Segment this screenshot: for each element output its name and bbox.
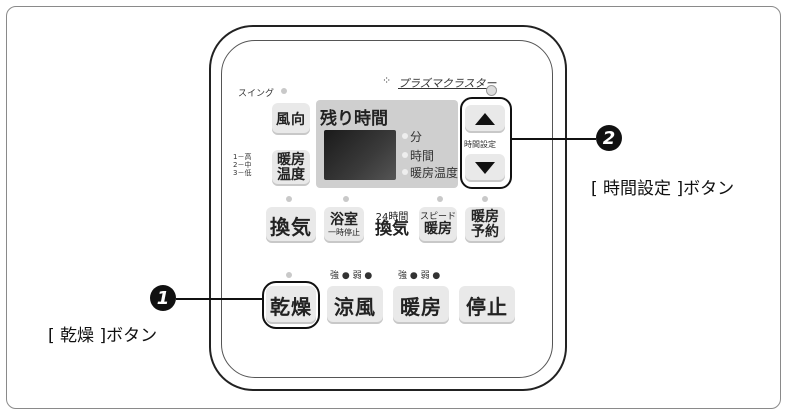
heat-strength-indicator: 強 ● 弱 ● xyxy=(398,271,441,281)
callout-two-badge: 2 xyxy=(596,125,622,151)
heating-button[interactable]: 暖房 xyxy=(393,286,449,324)
indicator-dot xyxy=(482,196,488,202)
outer-frame xyxy=(6,6,781,409)
triangle-up-icon xyxy=(475,113,495,125)
temp-label: 暖房温度 xyxy=(410,166,459,180)
triangle-down-icon xyxy=(475,162,495,174)
brand-indicator xyxy=(486,85,497,96)
bathroom-pause-button[interactable]: 浴室 一時停止 xyxy=(324,207,364,243)
level-low: 3－低 xyxy=(233,169,252,177)
stop-button[interactable]: 停止 xyxy=(459,286,515,324)
dry-button-highlight xyxy=(262,281,320,329)
swing-indicator xyxy=(281,88,287,94)
callout-two-line xyxy=(512,138,596,140)
time-set-label: 時間設定 xyxy=(464,140,496,149)
24h-label: 24時間 xyxy=(375,212,409,223)
level-legend: 1－高 2－中 3－低 xyxy=(233,153,251,177)
callout-two-label: [ 時間設定 ]ボタン xyxy=(591,179,735,199)
plasma-logo-icon: ⁘ xyxy=(382,74,392,87)
heating-reservation-button[interactable]: 暖房 予約 xyxy=(465,207,505,243)
hour-indicator xyxy=(402,152,408,158)
cool-strength-indicator: 強 ● 弱 ● xyxy=(330,271,373,281)
speed-heating-button[interactable]: スピード 暖房 xyxy=(419,207,457,243)
heating-temp-label-2: 温度 xyxy=(277,167,305,183)
ventilation-24h-button[interactable]: 24時間 換気 xyxy=(370,207,414,243)
time-up-button[interactable] xyxy=(465,105,505,133)
level-high: 1－高 xyxy=(233,153,252,161)
callout-one-label: [ 乾燥 ]ボタン xyxy=(48,326,158,346)
minute-indicator xyxy=(402,133,408,139)
indicator-dot xyxy=(286,196,292,202)
callout-one-badge: 1 xyxy=(150,285,176,311)
minute-label: 分 xyxy=(410,130,423,144)
reservation-label-1: 暖房 xyxy=(471,209,499,225)
display-title: 残り時間 xyxy=(320,109,388,129)
swing-label: スイング xyxy=(238,89,275,99)
callout-one-line xyxy=(176,298,264,300)
level-mid: 2－中 xyxy=(233,161,252,169)
wind-direction-button[interactable]: 風向 xyxy=(272,103,310,135)
time-set-highlight xyxy=(460,97,512,189)
cool-air-button[interactable]: 涼風 xyxy=(327,286,383,324)
speed-label: スピード xyxy=(419,212,456,222)
bathroom-label: 浴室 xyxy=(330,212,358,228)
indicator-dot xyxy=(343,196,349,202)
lcd-screen xyxy=(324,130,396,180)
heating-temp-label-1: 暖房 xyxy=(277,152,305,168)
ventilation-24h-label: 換気 xyxy=(375,219,409,239)
reservation-label-2: 予約 xyxy=(471,224,499,240)
indicator-dot xyxy=(286,272,292,278)
temp-indicator xyxy=(402,169,408,175)
ventilation-button[interactable]: 換気 xyxy=(266,207,316,243)
speed-heating-label: 暖房 xyxy=(424,221,452,237)
heating-temp-button[interactable]: 暖房 温度 xyxy=(272,150,310,186)
hour-label: 時間 xyxy=(410,149,435,163)
brand-label: プラズマクラスター xyxy=(398,77,497,90)
indicator-dot xyxy=(437,196,443,202)
pause-label: 一時停止 xyxy=(328,228,360,237)
